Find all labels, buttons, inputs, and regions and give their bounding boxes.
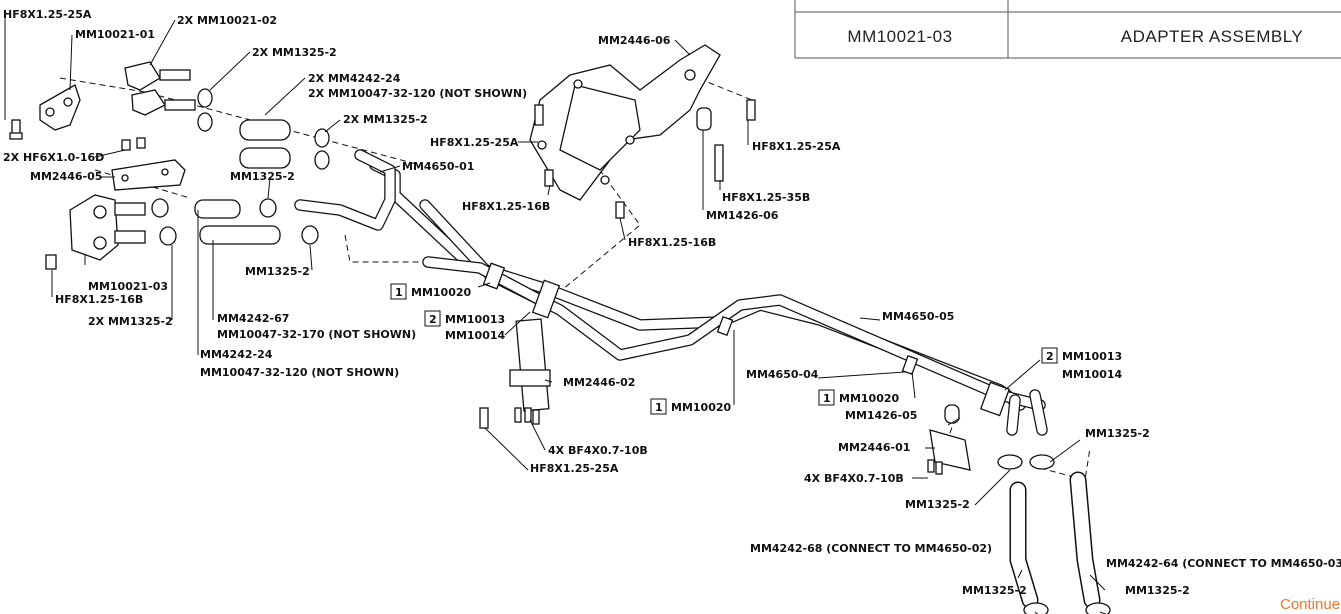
label-bf4-b: 4X BF4X0.7-10B — [804, 472, 904, 485]
callout-1-number: 1 — [395, 286, 403, 299]
bracket-mm2446-02 — [479, 318, 551, 429]
bracket-mm2446-01 — [927, 404, 971, 475]
leader-lines — [4, 15, 1107, 614]
label-mm2446-06: MM2446-06 — [598, 34, 671, 47]
label-mm10014-b: MM10014 — [1062, 368, 1123, 381]
label-mm1325-2x-a: 2X MM1325-2 — [252, 46, 337, 59]
label-bf4-a: 4X BF4X0.7-10B — [548, 444, 648, 457]
label-mm4650-01: MM4650-01 — [402, 160, 474, 173]
label-mm10047-120-2x: 2X MM10047-32-120 (NOT SHOWN) — [308, 87, 527, 100]
label-mm1426-05: MM1426-05 — [845, 409, 917, 422]
label-mm1426-06: MM1426-06 — [706, 209, 779, 222]
label-mm4650-04: MM4650-04 — [746, 368, 819, 381]
label-mm1325-2-f: MM1325-2 — [1125, 584, 1190, 597]
adapter-mm10021-03 — [45, 194, 319, 270]
callout-boxes — [390, 283, 1058, 415]
label-mm4242-68: MM4242-68 (CONNECT TO MM4650-02) — [750, 542, 992, 555]
label-mm1325-2x-b: 2X MM1325-2 — [343, 113, 428, 126]
label-mm1325-2-c: MM1325-2 — [1085, 427, 1150, 440]
label-mm10013-b: MM10013 — [1062, 350, 1122, 363]
label-hf8-35b: HF8X1.25-35B — [722, 191, 810, 204]
right-hoses — [997, 454, 1111, 614]
callout-3-number: 1 — [655, 401, 663, 414]
label-hf8-25a-bottom: HF8X1.25-25A — [530, 462, 619, 475]
adapter-left-top — [9, 61, 213, 140]
label-hf6: 2X HF6X1.0-16D — [3, 151, 104, 164]
label-mm4650-05: MM4650-05 — [882, 310, 954, 323]
callout-5-number: 2 — [1046, 350, 1054, 363]
bracket-mm2446-05 — [111, 137, 186, 191]
label-mm1325-2-b: MM1325-2 — [245, 265, 310, 278]
label-mm10047-120: MM10047-32-120 (NOT SHOWN) — [200, 366, 399, 379]
label-mm2446-01: MM2446-01 — [838, 441, 910, 454]
label-hf8-16b-b: HF8X1.25-16B — [628, 236, 716, 249]
label-hf8-16b-c: HF8X1.25-16B — [55, 293, 143, 306]
label-mm10020-b: MM10020 — [671, 401, 732, 414]
main-tubes — [294, 149, 1048, 436]
label-mm4242-24-2x: 2X MM4242-24 — [308, 72, 401, 85]
label-mm10020-a: MM10020 — [411, 286, 472, 299]
part-table: MM10021-03 ADAPTER ASSEMBLY — [794, 0, 1341, 59]
part-labels: HF8X1.25-25A MM10021-01 2X MM10021-02 2X… — [3, 8, 1341, 597]
label-mm1325-2-d: MM1325-2 — [905, 498, 970, 511]
table-part-number: MM10021-03 — [847, 27, 952, 46]
callout-2-number: 2 — [429, 313, 437, 326]
label-mm4242-67: MM4242-67 — [217, 312, 289, 325]
label-mm1325-2-a: MM1325-2 — [230, 170, 295, 183]
label-mm1325-2x-c: 2X MM1325-2 — [88, 315, 173, 328]
tube-clamps — [482, 262, 1011, 417]
table-description: ADAPTER ASSEMBLY — [1121, 27, 1303, 46]
hoses-mm4242-24 — [239, 119, 330, 170]
continue-link[interactable]: Continue — [1280, 596, 1341, 613]
label-mm10047-170: MM10047-32-170 (NOT SHOWN) — [217, 328, 416, 341]
label-mm4242-24: MM4242-24 — [200, 348, 273, 361]
label-hf8-25a-left: HF8X1.25-25A — [430, 136, 519, 149]
label-mm10014-a: MM10014 — [445, 329, 506, 342]
bracket-mm2446-06 — [529, 44, 756, 219]
label-mm10021-02: 2X MM10021-02 — [177, 14, 277, 27]
label-mm10021-03: MM10021-03 — [88, 280, 168, 293]
label-mm1325-2-e: MM1325-2 — [962, 584, 1027, 597]
label-mm10020-c: MM10020 — [839, 392, 900, 405]
label-hf8-25a-right: HF8X1.25-25A — [752, 140, 841, 153]
label-mm4242-64: MM4242-64 (CONNECT TO MM4650-03) — [1106, 557, 1341, 570]
label-mm2446-02: MM2446-02 — [563, 376, 635, 389]
label-mm2446-05: MM2446-05 — [30, 170, 102, 183]
label-mm10013-a: MM10013 — [445, 313, 505, 326]
label-hf8-25a-top: HF8X1.25-25A — [3, 8, 92, 21]
label-mm10021-01: MM10021-01 — [75, 28, 155, 41]
callout-4-number: 1 — [823, 392, 831, 405]
label-hf8-16b-a: HF8X1.25-16B — [462, 200, 550, 213]
